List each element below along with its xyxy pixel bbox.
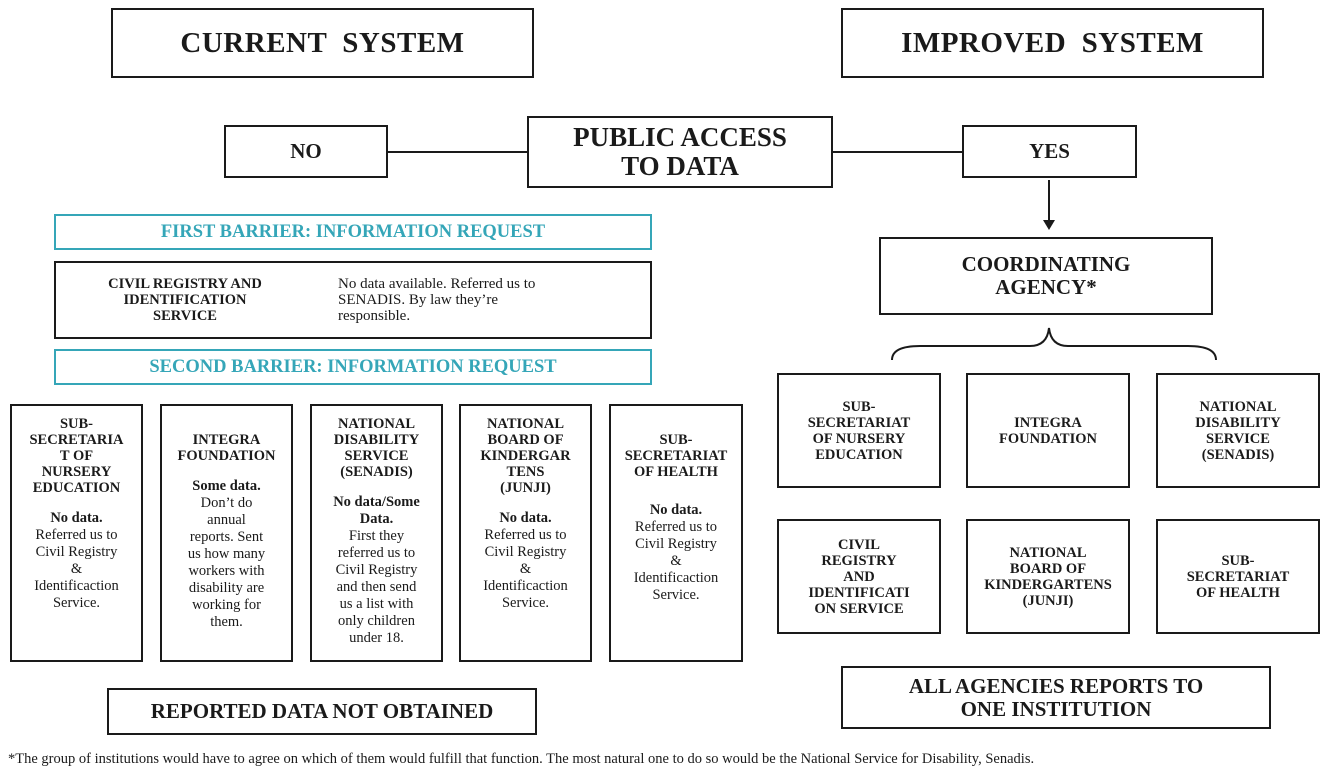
coordinating-agency-box: COORDINATING AGENCY* xyxy=(879,237,1213,315)
institution-column-senadis: NATIONAL DISABILITY SERVICE (SENADIS) No… xyxy=(310,404,443,662)
first-barrier-banner: FIRST BARRIER: INFORMATION REQUEST xyxy=(54,214,652,250)
second-barrier-banner: SECOND BARRIER: INFORMATION REQUEST xyxy=(54,349,652,385)
institution-column-health: SUB- SECRETARIAT OF HEALTH No data. Refe… xyxy=(609,404,743,662)
institution-status: No data. xyxy=(50,510,103,526)
institution-detail: Don’t do annual reports. Sent us how man… xyxy=(187,495,266,630)
yes-box: YES xyxy=(962,125,1137,178)
institution-status: No data. xyxy=(499,510,552,526)
civil-registry-name: CIVIL REGISTRY AND IDENTIFICATION SERVIC… xyxy=(108,276,262,324)
institution-name: SUB- SECRETARIAT OF HEALTH xyxy=(624,432,728,480)
institution-name: NATIONAL BOARD OF KINDERGAR TENS (JUNJI) xyxy=(480,416,571,496)
agency-label: NATIONAL DISABILITY SERVICE (SENADIS) xyxy=(1195,398,1281,463)
agency-label: NATIONAL BOARD OF KINDERGARTENS (JUNJI) xyxy=(984,544,1112,609)
arrow-head-icon xyxy=(1043,220,1055,230)
coordinating-agency-label: COORDINATING AGENCY* xyxy=(961,252,1131,299)
agency-box-civil-registry: CIVIL REGISTRY AND IDENTIFICATI ON SERVI… xyxy=(777,519,941,634)
institution-column-junji: NATIONAL BOARD OF KINDERGAR TENS (JUNJI)… xyxy=(459,404,592,662)
institution-status: No data/Some Data. xyxy=(333,494,420,527)
agency-box-integra: INTEGRA FOUNDATION xyxy=(966,373,1130,488)
public-access-box: PUBLIC ACCESS TO DATA xyxy=(527,116,833,188)
no-box: NO xyxy=(224,125,388,178)
institution-status: Some data. xyxy=(192,478,261,494)
agency-label: CIVIL REGISTRY AND IDENTIFICATI ON SERVI… xyxy=(808,536,910,617)
agency-label: INTEGRA FOUNDATION xyxy=(998,414,1097,447)
public-access-label: PUBLIC ACCESS TO DATA xyxy=(573,122,787,181)
no-label: NO xyxy=(290,139,322,163)
institution-name: SUB- SECRETARIA T OF NURSERY EDUCATION xyxy=(29,416,124,496)
second-barrier-label: SECOND BARRIER: INFORMATION REQUEST xyxy=(149,356,557,377)
institution-column-nursery: SUB- SECRETARIA T OF NURSERY EDUCATION N… xyxy=(10,404,143,662)
improved-system-label: IMPROVED SYSTEM xyxy=(901,26,1204,59)
footnote: *The group of institutions would have to… xyxy=(8,751,1035,767)
civil-registry-response: No data available. Referred us to SENADI… xyxy=(338,276,536,324)
institution-detail: Referred us to Civil Registry & Identifi… xyxy=(34,527,119,611)
current-system-header: CURRENT SYSTEM xyxy=(111,8,534,78)
agency-box-junji: NATIONAL BOARD OF KINDERGARTENS (JUNJI) xyxy=(966,519,1130,634)
institution-column-integra: INTEGRA FOUNDATION Some data. Don’t do a… xyxy=(160,404,293,662)
institution-detail: Referred us to Civil Registry & Identifi… xyxy=(633,519,719,603)
current-system-label: CURRENT SYSTEM xyxy=(180,26,465,59)
brace-icon xyxy=(891,327,1217,361)
agency-label: SUB- SECRETARIAT OF HEALTH xyxy=(1186,552,1290,601)
first-barrier-label: FIRST BARRIER: INFORMATION REQUEST xyxy=(160,221,546,242)
reported-data-not-obtained-box: REPORTED DATA NOT OBTAINED xyxy=(107,688,537,735)
agency-box-nursery: SUB- SECRETARIAT OF NURSERY EDUCATION xyxy=(777,373,941,488)
civil-registry-box: CIVIL REGISTRY AND IDENTIFICATION SERVIC… xyxy=(54,261,652,339)
improved-system-header: IMPROVED SYSTEM xyxy=(841,8,1264,78)
institution-status: No data. xyxy=(649,502,703,518)
reported-data-label: REPORTED DATA NOT OBTAINED xyxy=(150,699,494,723)
agency-box-senadis: NATIONAL DISABILITY SERVICE (SENADIS) xyxy=(1156,373,1320,488)
institution-name: INTEGRA FOUNDATION xyxy=(177,432,276,464)
agency-label: SUB- SECRETARIAT OF NURSERY EDUCATION xyxy=(807,398,911,463)
agency-box-health: SUB- SECRETARIAT OF HEALTH xyxy=(1156,519,1320,634)
yes-label: YES xyxy=(1029,139,1070,163)
all-agencies-report-box: ALL AGENCIES REPORTS TO ONE INSTITUTION xyxy=(841,666,1271,729)
institution-name: NATIONAL DISABILITY SERVICE (SENADIS) xyxy=(333,416,420,480)
institution-detail: Referred us to Civil Registry & Identifi… xyxy=(483,527,568,611)
all-agencies-label: ALL AGENCIES REPORTS TO ONE INSTITUTION xyxy=(908,673,1204,721)
institution-detail: First they referred us to Civil Registry… xyxy=(335,528,418,646)
